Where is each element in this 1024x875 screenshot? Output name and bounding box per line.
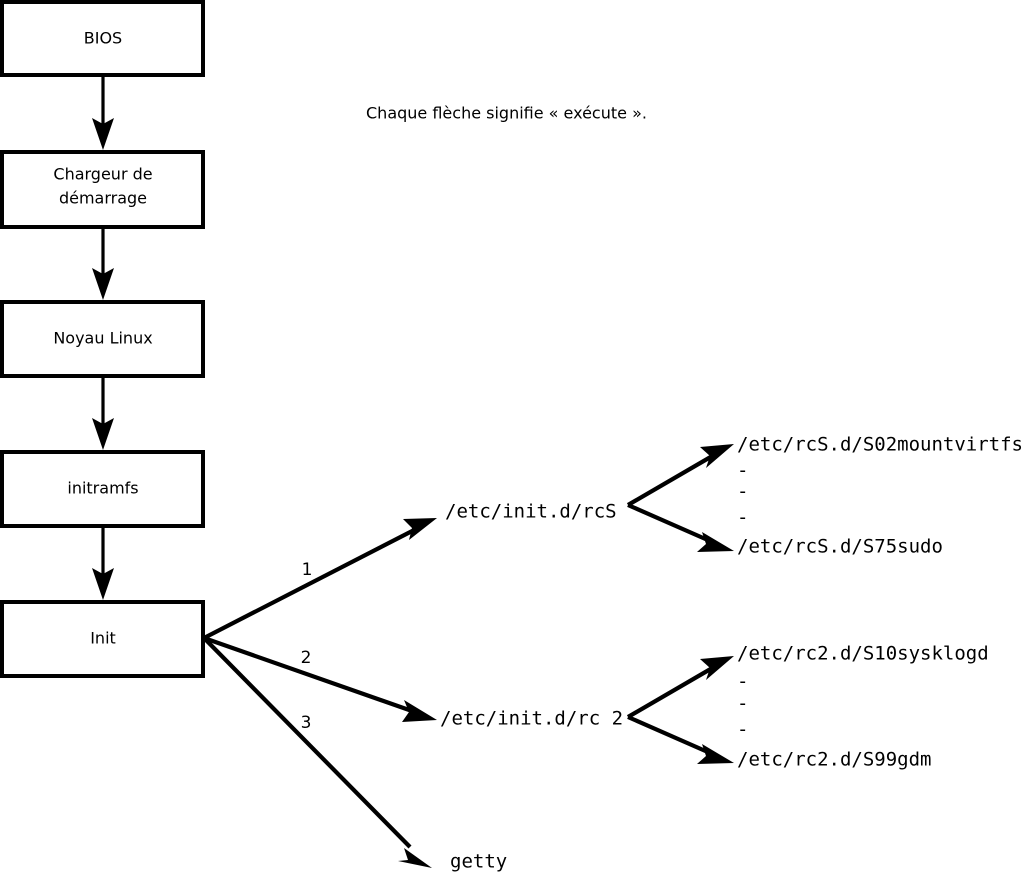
connector-bootloader-to-kernel bbox=[92, 227, 114, 300]
label-rc2-first-script: /etc/rc2.d/S10sysklogd bbox=[737, 643, 989, 665]
rcs-ellipsis-dash-2: - bbox=[737, 481, 748, 503]
arrowhead-down-4 bbox=[92, 568, 114, 600]
branch-number-2: 2 bbox=[301, 648, 312, 668]
rc2-fanout bbox=[626, 656, 734, 764]
arrowhead-rc2-first bbox=[700, 656, 734, 680]
init-branch-1: 1 bbox=[203, 518, 437, 640]
box-initramfs-rect bbox=[0, 450, 205, 528]
branch-number-3: 3 bbox=[301, 713, 312, 733]
label-init-d-rcs: /etc/init.d/rcS bbox=[445, 501, 617, 523]
rc2-ellipsis-dash-2: - bbox=[737, 693, 748, 715]
init-branch-3: 3 bbox=[202, 636, 432, 868]
box-bios-label: BIOS bbox=[84, 29, 122, 48]
rcs-fanout bbox=[626, 444, 734, 552]
box-kernel: Noyau Linux bbox=[0, 300, 205, 378]
arrowhead-branch-2 bbox=[402, 700, 437, 722]
label-rcs-last-script: /etc/rcS.d/S75sudo bbox=[737, 536, 943, 558]
box-init: Init bbox=[0, 600, 205, 678]
label-rcs-first-script: /etc/rcS.d/S02mountvirtfs bbox=[737, 434, 1023, 456]
box-init-label: Init bbox=[90, 629, 116, 648]
box-bootloader-label-line2: démarrage bbox=[59, 189, 147, 208]
rc2-ellipsis-dash-3: - bbox=[737, 719, 748, 741]
box-bootloader-label-line1: Chargeur de bbox=[53, 165, 152, 184]
arrowhead-rcs-last bbox=[697, 532, 734, 552]
branch-number-1: 1 bbox=[302, 560, 313, 580]
box-kernel-label: Noyau Linux bbox=[53, 329, 152, 348]
box-initramfs-label: initramfs bbox=[67, 479, 138, 498]
connector-initramfs-to-init bbox=[92, 526, 114, 600]
rc2-ellipsis-dash-1: - bbox=[737, 671, 748, 693]
connector-bios-to-bootloader bbox=[92, 75, 114, 150]
rcs-ellipsis-dash-1: - bbox=[737, 460, 748, 482]
connector-kernel-to-initramfs bbox=[92, 376, 114, 450]
arrowhead-down-2 bbox=[92, 268, 114, 300]
arrowhead-down-1 bbox=[92, 118, 114, 150]
box-initramfs: initramfs bbox=[0, 450, 205, 528]
label-init-d-rc2: /etc/init.d/rc 2 bbox=[440, 708, 623, 730]
arrowhead-down-3 bbox=[92, 418, 114, 450]
box-init-rect bbox=[0, 600, 205, 678]
diagram-caption: Chaque flèche signifie « exécute ». bbox=[366, 104, 647, 123]
box-bootloader: Chargeur de démarrage bbox=[0, 150, 205, 229]
box-bios-rect bbox=[0, 0, 205, 77]
arrowhead-rc2-last bbox=[697, 744, 734, 764]
arrowhead-branch-3 bbox=[398, 848, 432, 868]
box-bios: BIOS bbox=[0, 0, 205, 77]
label-rc2-last-script: /etc/rc2.d/S99gdm bbox=[737, 749, 931, 771]
rcs-ellipsis-dash-3: - bbox=[737, 507, 748, 529]
label-getty: getty bbox=[450, 851, 507, 873]
arrowhead-branch-1 bbox=[403, 518, 437, 540]
init-branch-2: 2 bbox=[203, 636, 437, 722]
arrowhead-rcs-first bbox=[700, 444, 734, 468]
